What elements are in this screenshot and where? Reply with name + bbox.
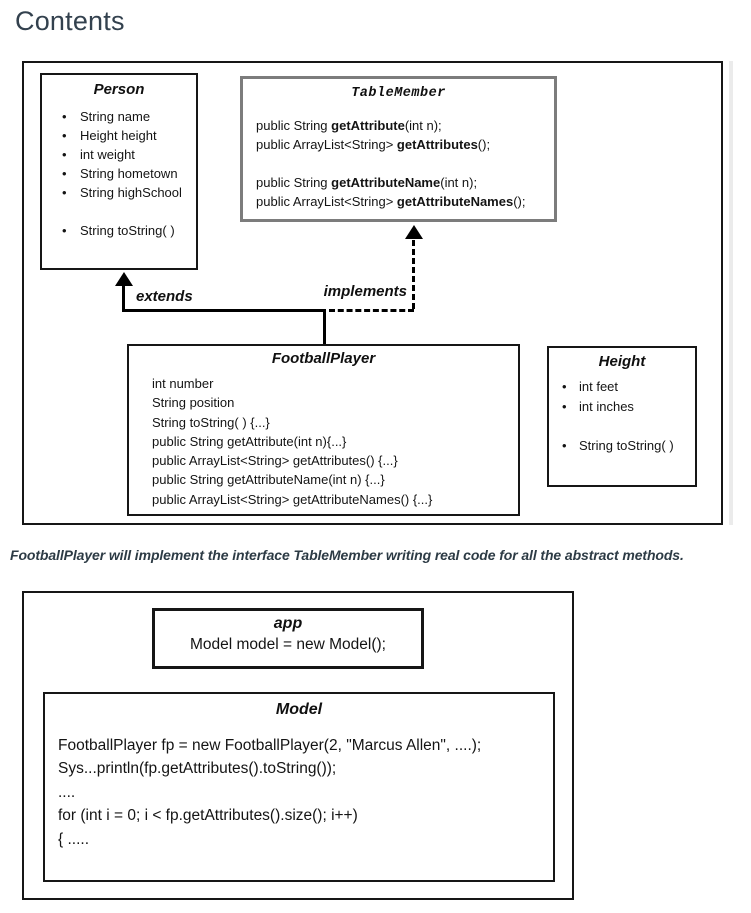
footballplayer-member: int number: [152, 376, 214, 391]
footballplayer-member: String toString( ) {...}: [152, 414, 270, 430]
person-field: Height height: [42, 126, 196, 145]
height-field: int inches: [549, 397, 695, 417]
model-code: FootballPlayer fp = new FootballPlayer(2…: [45, 734, 553, 851]
height-methods: String toString( ): [549, 436, 695, 456]
person-field: String highSchool: [42, 183, 196, 202]
model-code-line: ....: [58, 783, 76, 801]
page-title: Contents: [15, 6, 125, 36]
model-code-line: FootballPlayer fp = new FootballPlayer(2…: [58, 737, 482, 754]
extends-arrow-line: [122, 284, 125, 312]
person-class-box: Person String name Height height int wei…: [40, 73, 198, 270]
tablemember-methods: public String getAttribute(int n); publi…: [243, 116, 554, 211]
footballplayer-member: public ArrayList<String> getAttributeNam…: [152, 491, 433, 507]
implements-label: implements: [323, 283, 407, 300]
height-class-title: Height: [598, 353, 646, 370]
app-class-box: app Model model = new Model();: [152, 608, 424, 669]
height-field: int feet: [549, 377, 695, 397]
inheritance-connector-line: [122, 309, 326, 312]
tablemember-title: TableMember: [351, 86, 446, 101]
person-method: String toString( ): [42, 221, 196, 240]
person-methods: String toString( ): [42, 221, 196, 240]
footballplayer-member: public String getAttribute(int n){...}: [152, 433, 347, 449]
tablemember-method: public ArrayList<String> getAttributeNam…: [256, 194, 526, 209]
model-class-title: Model: [275, 701, 323, 718]
extends-arrow-head: [115, 272, 133, 286]
implements-dashed-line-horizontal: [329, 309, 414, 312]
footballplayer-members: int number String position String toStri…: [129, 374, 518, 509]
person-field: String name: [42, 107, 196, 126]
uml-diagram: Person String name Height height int wei…: [22, 61, 723, 525]
tablemember-method: public String getAttribute(int n);: [256, 118, 442, 133]
image-edge-strip: [729, 61, 733, 525]
figure-caption: FootballPlayer will implement the interf…: [10, 547, 684, 563]
footballplayer-member: String position: [152, 395, 235, 411]
footballplayer-connector-stem: [323, 309, 326, 345]
app-class-title: app: [273, 615, 303, 632]
model-code-line: Sys...println(fp.getAttributes().toStrin…: [58, 760, 337, 778]
height-fields: int feet int inches: [549, 377, 695, 416]
footballplayer-member: public ArrayList<String> getAttributes()…: [152, 453, 398, 469]
footballplayer-title: FootballPlayer: [271, 350, 376, 367]
tablemember-interface-box: TableMember public String getAttribute(i…: [240, 76, 557, 222]
implements-arrow-head: [405, 225, 423, 239]
height-method: String toString( ): [549, 436, 695, 456]
model-code-line: for (int i = 0; i < fp.getAttributes().s…: [58, 807, 358, 825]
height-class-box: Height int feet int inches String toStri…: [547, 346, 697, 487]
person-field: String hometown: [42, 164, 196, 183]
person-class-title: Person: [93, 81, 145, 98]
footballplayer-member: public String getAttributeName(int n) {.…: [152, 472, 385, 488]
model-code-line: { .....: [58, 830, 90, 848]
app-model-diagram: app Model model = new Model(); Model Foo…: [22, 591, 574, 900]
model-class-box: Model FootballPlayer fp = new FootballPl…: [43, 692, 555, 882]
extends-label: extends: [136, 288, 193, 305]
app-code-line: Model model = new Model();: [190, 636, 386, 653]
footballplayer-class-box: FootballPlayer int number String positio…: [127, 344, 520, 516]
tablemember-method: public String getAttributeName(int n);: [256, 175, 478, 190]
tablemember-method: public ArrayList<String> getAttributes()…: [256, 137, 491, 152]
person-field: int weight: [42, 145, 196, 164]
person-fields: String name Height height int weight Str…: [42, 107, 196, 202]
implements-dashed-line-vertical: [412, 240, 415, 309]
